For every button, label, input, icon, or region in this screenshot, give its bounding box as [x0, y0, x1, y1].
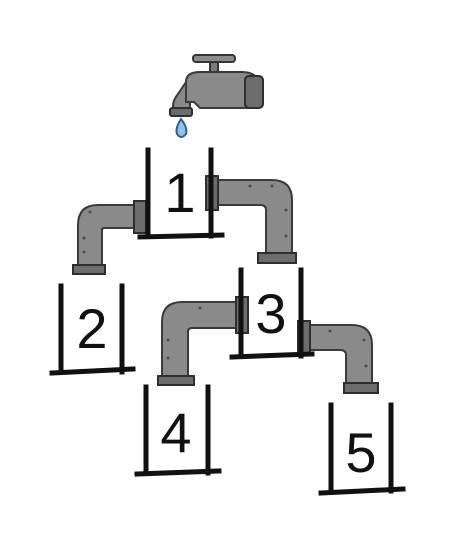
container-4-label: 4 — [160, 401, 191, 464]
container-5-label: 5 — [345, 421, 376, 484]
pipe-3-to-5 — [297, 320, 379, 394]
pipe-1-to-2 — [72, 200, 147, 275]
container-3: 3 — [229, 267, 315, 360]
pipe-1-to-3 — [205, 175, 297, 264]
water-drop-icon — [175, 117, 188, 138]
container-1-label: 1 — [164, 161, 195, 224]
container-2-label: 2 — [76, 297, 107, 360]
container-4: 4 — [134, 384, 222, 477]
faucet-icon — [169, 54, 264, 117]
container-2: 2 — [49, 283, 136, 376]
pipe-3-to-4 — [157, 296, 249, 386]
container-3-label: 3 — [255, 282, 286, 345]
container-5: 5 — [318, 402, 406, 496]
container-1: 1 — [137, 147, 225, 240]
